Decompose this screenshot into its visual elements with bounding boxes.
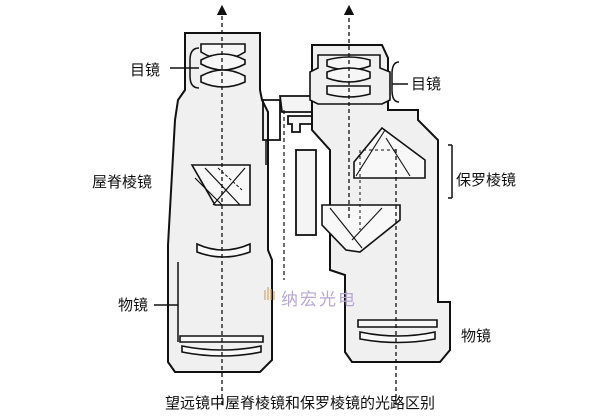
porro-prism-binocular (309, 4, 451, 405)
porro-light-path-bend (359, 149, 396, 230)
porro-prisms (321, 126, 426, 253)
label-roof-eyepiece: 目镜 (130, 61, 160, 79)
roof-prism (190, 164, 251, 206)
label-porro-objective: 物镜 (461, 327, 491, 345)
roof-field-lens (196, 242, 251, 258)
label-roof-objective: 物镜 (118, 296, 148, 314)
watermark: 纳宏光电 (264, 287, 357, 310)
roof-eyepiece-lenses (200, 43, 246, 88)
annotation-leaders (154, 47, 453, 342)
label-porro-prism: 保罗棱镜 (456, 171, 516, 189)
label-roof-prism: 屋脊棱镜 (92, 173, 152, 191)
figure-caption: 望远镜中屋脊棱镜和保罗棱镜的光路区别 (165, 394, 435, 412)
porro-objective-lenses (357, 319, 438, 344)
roof-prism-binocular (167, 4, 273, 405)
watermark-logo-icon (264, 287, 275, 300)
watermark-text: 纳宏光电 (281, 290, 357, 310)
label-porro-eyepiece: 目镜 (411, 75, 441, 93)
hinge-bridge (262, 95, 319, 280)
